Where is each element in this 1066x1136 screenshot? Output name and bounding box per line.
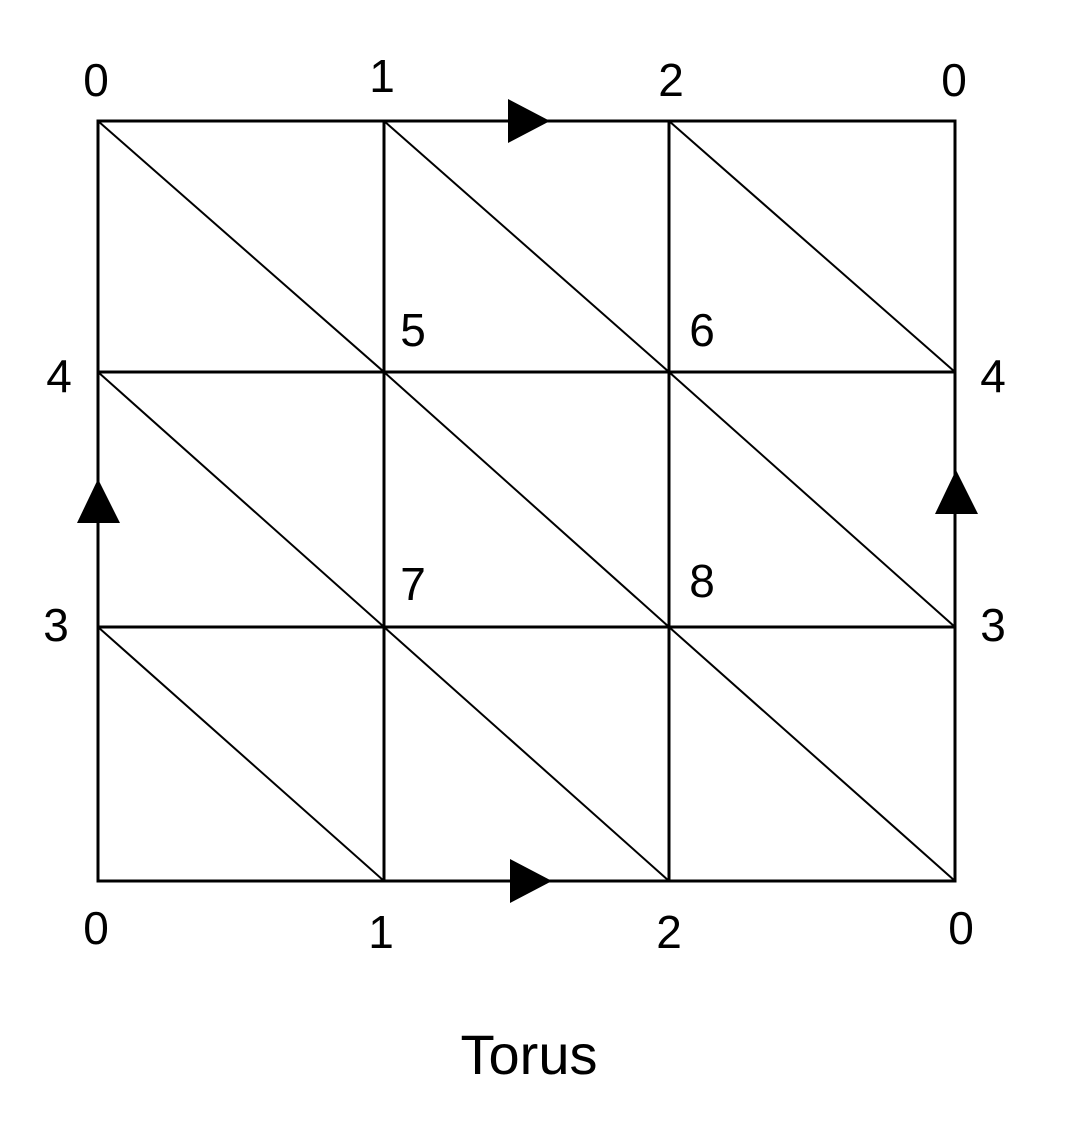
diagonal-r2-c1 (383, 626, 670, 882)
vertex-label-bottom-0: 0 (83, 902, 109, 954)
arrow-up-icon-left-edge (77, 479, 120, 523)
diagram-caption: Torus (461, 1023, 598, 1086)
diagonal-r1-c1 (383, 371, 670, 628)
vertex-label-interior-0: 5 (400, 304, 426, 356)
diagonal-r1-c2 (668, 371, 956, 628)
vertex-label-top-1: 1 (369, 50, 395, 102)
diagonal-r0-c2 (668, 120, 956, 373)
vertex-label-bottom-1: 1 (368, 906, 394, 958)
vertex-label-left-1: 3 (43, 599, 69, 651)
diagonal-r0-c1 (383, 120, 670, 373)
vertex-label-left-0: 4 (46, 350, 72, 402)
vertex-label-bottom-3: 0 (948, 902, 974, 954)
vertex-label-top-2: 2 (658, 54, 684, 106)
vertex-label-right-0: 4 (980, 350, 1006, 402)
diagonal-r2-c0 (97, 626, 385, 882)
vertex-label-bottom-2: 2 (656, 906, 682, 958)
vertex-label-top-3: 0 (941, 54, 967, 106)
vertex-label-top-0: 0 (83, 54, 109, 106)
arrow-right-icon-top-edge (508, 99, 550, 143)
diagonal-r0-c0 (97, 120, 385, 373)
diagonal-r1-c0 (97, 371, 385, 628)
diagonal-r2-c2 (668, 626, 956, 882)
vertex-label-interior-3: 8 (689, 555, 715, 607)
arrow-right-icon-bottom-edge (510, 859, 552, 903)
vertex-label-interior-1: 6 (689, 304, 715, 356)
arrow-up-icon-right-edge (935, 470, 978, 514)
vertex-label-interior-2: 7 (400, 558, 426, 610)
vertex-label-right-1: 3 (980, 599, 1006, 651)
